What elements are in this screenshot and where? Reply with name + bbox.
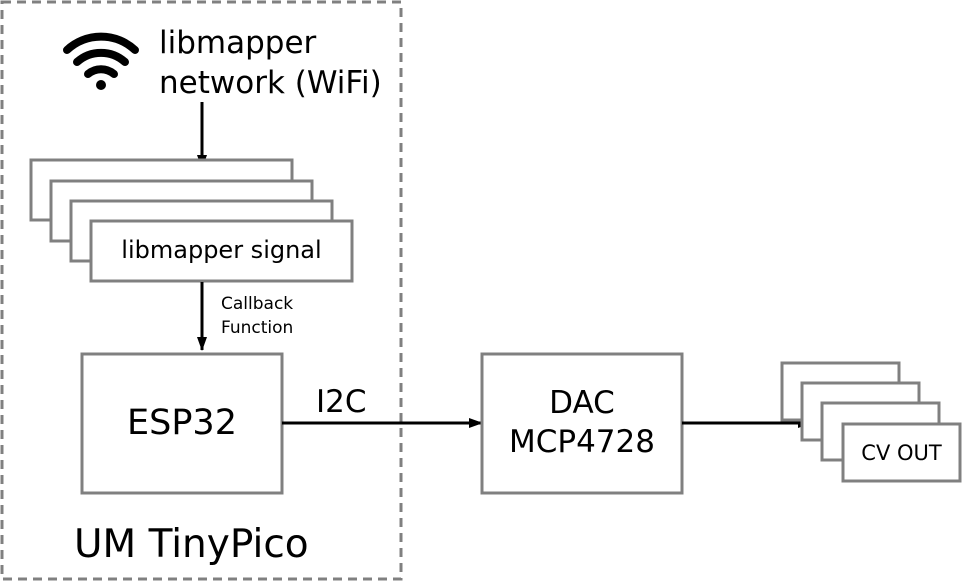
esp32-box bbox=[80, 352, 284, 495]
i2c-label: I2C bbox=[316, 384, 367, 420]
callback-label-line1: Callback bbox=[221, 294, 294, 314]
signal-stack bbox=[29, 158, 354, 283]
tinypico-boundary bbox=[0, 0, 403, 581]
cv-output-stack bbox=[780, 361, 962, 483]
network-label-line1: libmapper bbox=[159, 25, 317, 61]
board-label: UM TinyPico bbox=[74, 522, 309, 567]
signal-label: libmapper signal bbox=[121, 236, 322, 264]
wifi-icon bbox=[63, 32, 139, 90]
dac-label-line2: MCP4728 bbox=[509, 424, 655, 460]
signal-frame-front bbox=[89, 219, 354, 283]
dac-label-line1: DAC bbox=[549, 385, 615, 421]
callback-label-line2: Function bbox=[221, 318, 294, 338]
network-label-line2: network (WiFi) bbox=[159, 65, 382, 101]
esp32-label: ESP32 bbox=[127, 403, 237, 443]
cv-frame-front bbox=[841, 422, 962, 483]
cv-out-label: CV OUT bbox=[861, 441, 942, 465]
